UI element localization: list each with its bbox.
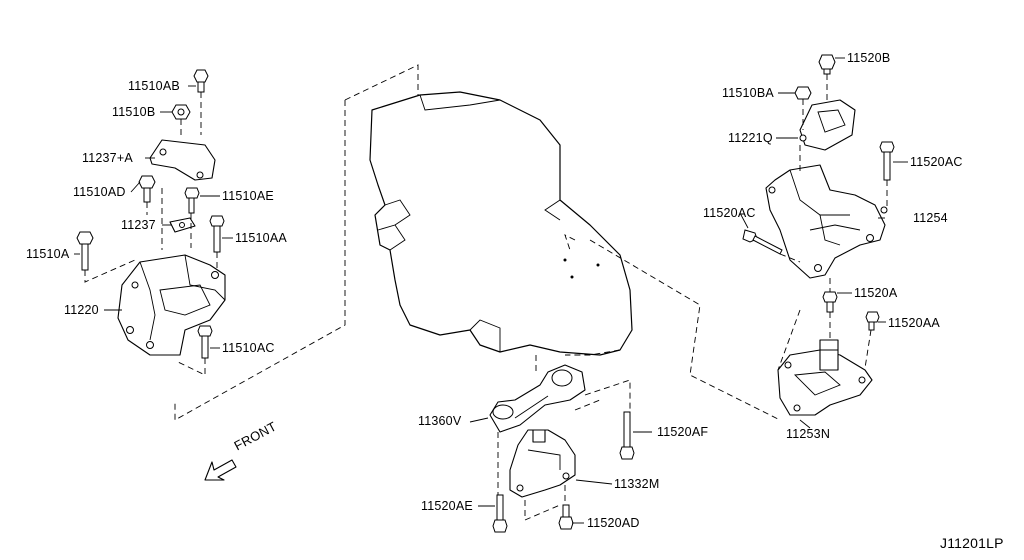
front-direction-arrow-icon (204, 459, 237, 481)
label-11360V: 11360V (418, 414, 462, 428)
label-11520AC-left: 11520AC (703, 206, 756, 220)
mount-11253N-icon (777, 339, 873, 416)
rear-mount-assembly (489, 355, 635, 533)
nut-11510B-icon (171, 104, 191, 120)
label-11510AE: 11510AE (222, 189, 274, 203)
bracket-11254-icon (765, 164, 888, 279)
bracket-11237A-icon (149, 139, 216, 181)
bolt-11510A-icon (76, 231, 94, 271)
label-11237: 11237 (121, 218, 156, 232)
label-11510A: 11510A (26, 247, 70, 261)
nut-11520B-icon (818, 54, 836, 75)
label-11520AA: 11520AA (888, 316, 940, 330)
label-11510BA: 11510BA (722, 86, 774, 100)
bracket-11332M-icon (509, 429, 576, 498)
label-11221Q: 11221Q (728, 131, 773, 145)
label-11510AB: 11510AB (128, 79, 180, 93)
bolt-11520AF-icon (619, 411, 635, 460)
bolt-11520AE-icon (492, 494, 508, 533)
label-11253N: 11253N (786, 427, 831, 441)
nut-11510BA-icon (794, 86, 812, 100)
label-11510B: 11510B (112, 105, 156, 119)
label-11510AD: 11510AD (73, 185, 126, 199)
mount-11220-icon (117, 254, 226, 356)
label-11520AC-right: 11520AC (910, 155, 963, 169)
leader-lines (74, 57, 908, 524)
bolt-11520AC-left-icon (742, 229, 783, 255)
diagram-code: J11201LP (940, 535, 1004, 551)
label-11520B: 11520B (847, 51, 891, 65)
engine-block (369, 91, 633, 356)
bolt-11510AA-icon (209, 215, 225, 253)
label-11237A: 11237+A (82, 151, 133, 165)
insulator-11221Q-icon (799, 99, 856, 151)
bolt-11510AC-icon (197, 325, 213, 359)
label-11520AF: 11520AF (657, 425, 709, 439)
label-11520A: 11520A (854, 286, 898, 300)
torque-rod-11360V-icon (489, 364, 586, 433)
bolt-11510AD-icon (138, 175, 156, 203)
label-11520AE: 11520AE (421, 499, 473, 513)
label-11510AA: 11510AA (235, 231, 287, 245)
bolt-11520AD-icon (558, 504, 574, 530)
engine-dashed-outline (174, 64, 781, 421)
label-11254: 11254 (913, 211, 948, 225)
bolt-11510AB-icon (193, 69, 209, 93)
label-11220: 11220 (64, 303, 99, 317)
right-mount-assembly (742, 54, 895, 416)
bolt-11520AA-icon (865, 311, 880, 331)
bolt-11520AC-right-icon (879, 141, 895, 181)
bolt-11510AE-icon (184, 187, 200, 214)
label-11510AC: 11510AC (222, 341, 275, 355)
bolt-11520A-icon (822, 291, 838, 313)
label-11332M: 11332M (614, 477, 660, 491)
label-11520AD: 11520AD (587, 516, 640, 530)
